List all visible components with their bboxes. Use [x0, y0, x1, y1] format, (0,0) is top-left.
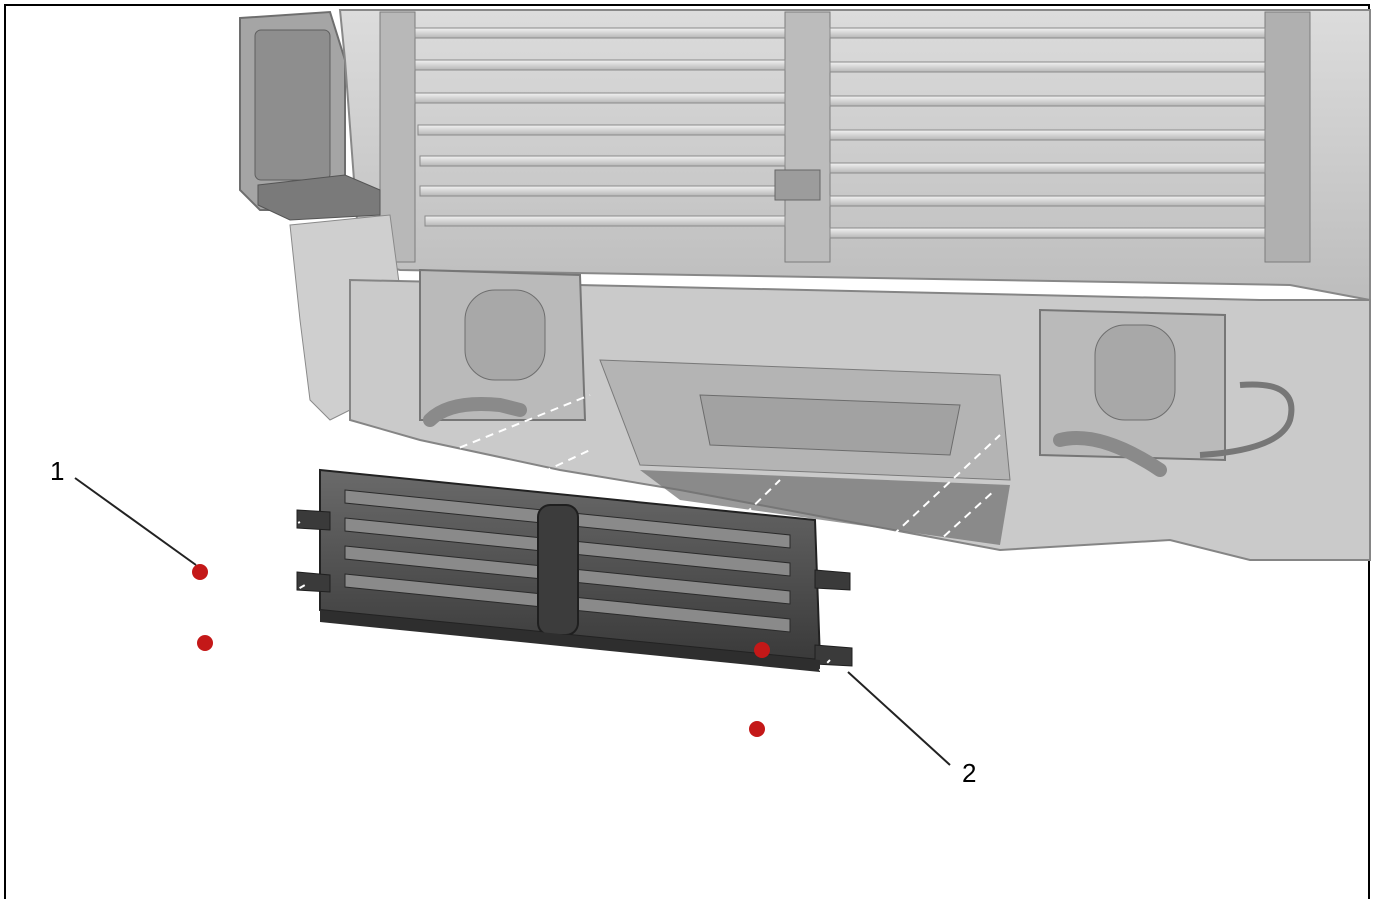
radiator-fins	[414, 27, 1266, 239]
fastener-upper-right	[754, 642, 770, 658]
callout-2: 2	[962, 758, 977, 788]
lower-crossmember	[349, 268, 1371, 561]
fastener-guides	[209, 521, 831, 726]
callout-1: 1	[50, 456, 65, 486]
leader-line-1	[74, 477, 197, 566]
fastener-bottom-left	[197, 635, 213, 651]
active-grille-shutter	[296, 468, 853, 672]
fastener-top-left	[192, 564, 208, 580]
leader-line-2	[847, 671, 951, 766]
fasteners	[192, 564, 770, 737]
fastener-lower-right	[749, 721, 765, 737]
radiator-module	[239, 9, 1371, 421]
